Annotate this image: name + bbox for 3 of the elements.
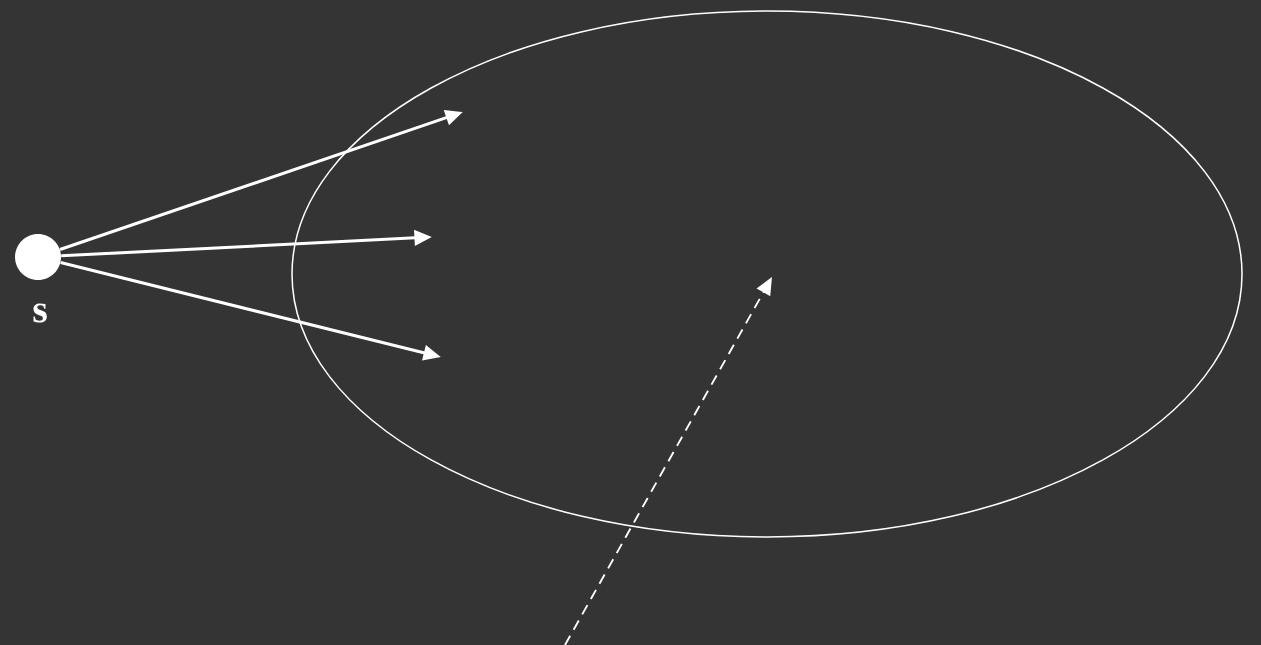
ellipse-outline: [291, 10, 1243, 538]
dot: [15, 234, 61, 280]
node-label: s: [33, 303, 47, 323]
